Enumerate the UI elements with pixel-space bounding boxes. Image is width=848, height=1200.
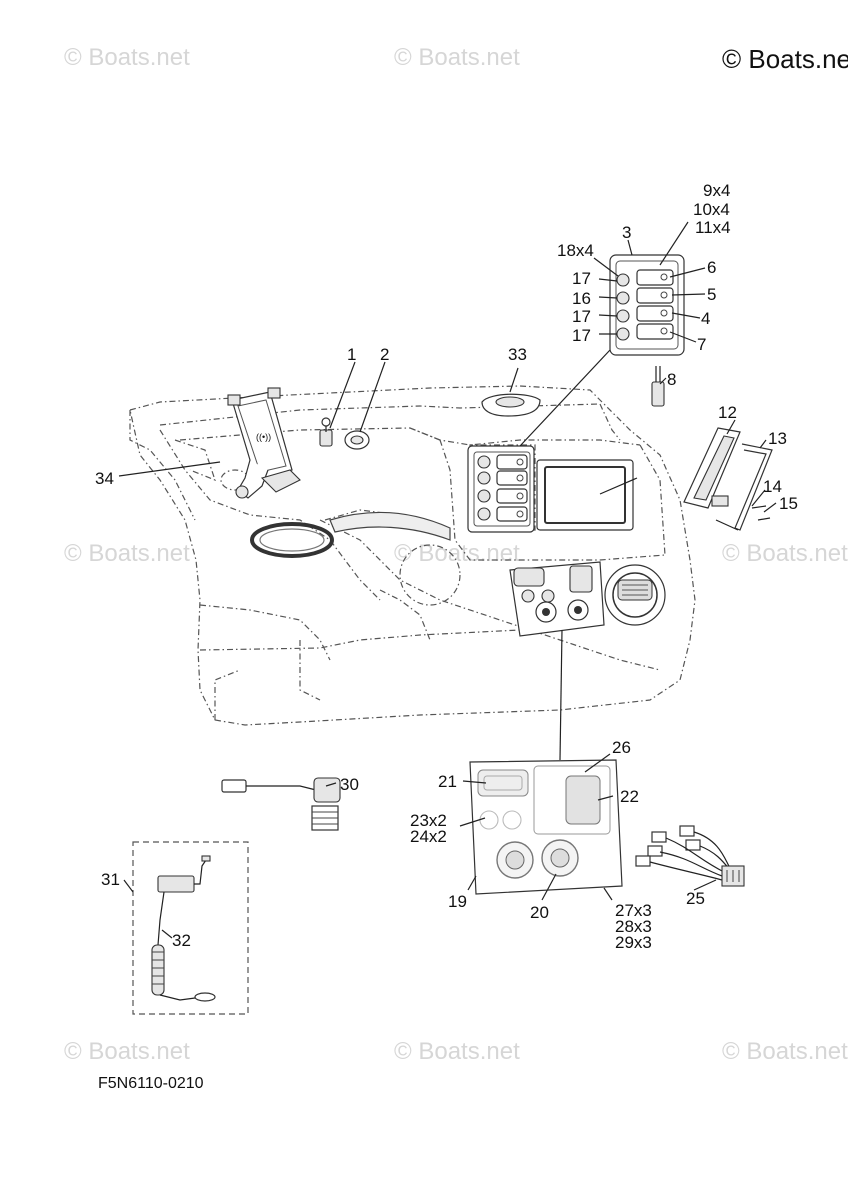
callout-17a: 17 bbox=[572, 269, 591, 288]
callout-17c: 17 bbox=[572, 326, 591, 345]
callout-22: 22 bbox=[620, 787, 639, 806]
callout-29: 29x3 bbox=[615, 933, 652, 952]
callout-15: 15 bbox=[779, 494, 798, 513]
watermark: © Boats.net bbox=[394, 44, 520, 71]
callout-17b: 17 bbox=[572, 307, 591, 326]
callout-8: 8 bbox=[667, 370, 676, 389]
display-screen bbox=[536, 459, 634, 531]
callout-34: 34 bbox=[95, 469, 114, 488]
watermark: © Boats.net bbox=[394, 540, 520, 567]
callout-2: 2 bbox=[380, 345, 389, 364]
callout-1: 1 bbox=[347, 345, 356, 364]
callout-33: 33 bbox=[508, 345, 527, 364]
callout-31: 31 bbox=[101, 870, 120, 889]
leader-lines bbox=[118, 221, 777, 939]
callout-25: 25 bbox=[686, 889, 705, 908]
cup-holder-ring bbox=[250, 522, 334, 558]
fuse bbox=[651, 366, 665, 407]
callout-6: 6 bbox=[707, 258, 716, 277]
callout-10: 10x4 bbox=[693, 200, 730, 219]
watermark: © Boats.net bbox=[394, 1038, 520, 1065]
callout-11: 11x4 bbox=[695, 218, 731, 237]
callout-13: 13 bbox=[768, 429, 787, 448]
watermark: © Boats.net bbox=[64, 44, 190, 71]
callout-16: 16 bbox=[572, 289, 591, 308]
dashboard-console bbox=[129, 385, 696, 726]
callout-20: 20 bbox=[530, 903, 549, 922]
callout-28: 28x3 bbox=[615, 917, 652, 936]
watermark: © Boats.net bbox=[722, 540, 848, 567]
diagram-code: F5N6110-0210 bbox=[98, 1075, 204, 1092]
watermark: © Boats.net bbox=[64, 540, 190, 567]
svg-text:((•)): ((•)) bbox=[256, 432, 271, 442]
toggle-switch bbox=[319, 417, 333, 447]
callout-14: 14 bbox=[763, 477, 782, 496]
sensor-cable bbox=[221, 777, 341, 831]
callout-19: 19 bbox=[448, 892, 467, 911]
callout-12: 12 bbox=[718, 403, 737, 422]
wiring-harness bbox=[635, 825, 745, 887]
callout-labels: 1 2 3 4 5 6 7 8 9x4 10x4 11x4 12 13 14 1… bbox=[95, 181, 798, 952]
switch-panel-exploded bbox=[609, 254, 685, 356]
callout-26: 26 bbox=[612, 738, 631, 757]
callout-7: 7 bbox=[697, 335, 706, 354]
watermark: © Boats.net bbox=[722, 1038, 848, 1065]
phone-holder: ((•)) bbox=[174, 387, 301, 499]
callout-30: 30 bbox=[340, 775, 359, 794]
lanyard-kit bbox=[132, 841, 249, 1015]
callout-27: 27x3 bbox=[615, 901, 652, 920]
lower-panel-exploded bbox=[469, 759, 623, 895]
callout-18: 18x4 bbox=[557, 241, 594, 260]
callout-4: 4 bbox=[701, 309, 710, 328]
lower-switch-cluster bbox=[509, 561, 666, 637]
power-socket bbox=[344, 430, 370, 450]
watermark: © Boats.net bbox=[64, 1038, 190, 1065]
callout-32: 32 bbox=[172, 931, 191, 950]
callout-9: 9x4 bbox=[703, 181, 730, 200]
hatch-cover bbox=[481, 393, 541, 417]
installed-switch-panel bbox=[467, 445, 535, 533]
callout-23: 23x2 bbox=[410, 811, 447, 830]
callout-5: 5 bbox=[707, 285, 716, 304]
copyright-watermark: © Boats.net bbox=[722, 44, 848, 74]
callout-24: 24x2 bbox=[410, 827, 447, 846]
gauge-bracket bbox=[683, 427, 773, 531]
callout-21: 21 bbox=[438, 772, 457, 791]
callout-3: 3 bbox=[622, 223, 631, 242]
